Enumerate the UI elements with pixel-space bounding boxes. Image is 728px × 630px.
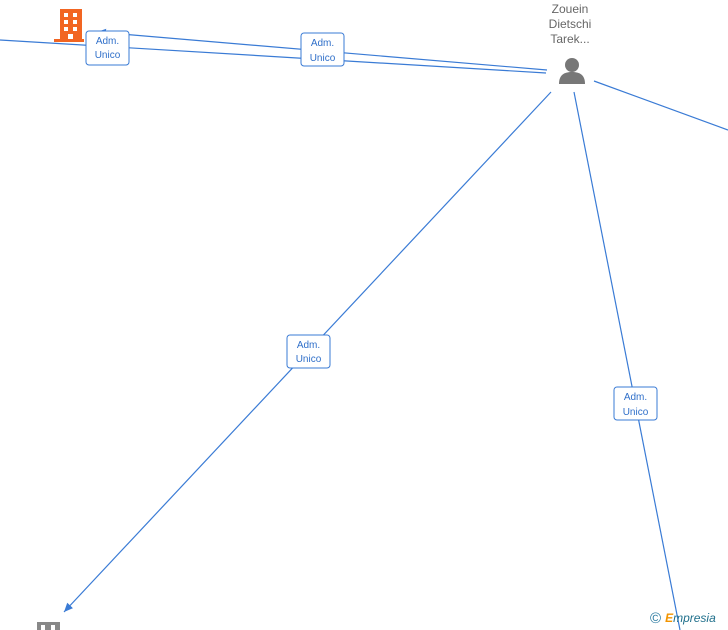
person-name-line: Dietschi: [548, 17, 592, 31]
brand-initial: E: [665, 611, 674, 625]
edge-offscreen-left-person: [0, 39, 547, 74]
edge-label-line2: Unico: [310, 53, 336, 64]
person-name-line: Tarek...: [550, 32, 590, 46]
edge-label-line1: Adm.: [96, 36, 119, 47]
edge-label[interactable]: Adm. Unico: [85, 30, 130, 66]
copyright-symbol: ©: [650, 610, 662, 627]
edge-label[interactable]: Adm. Unico: [286, 334, 331, 369]
edge-label-line1: Adm.: [297, 340, 320, 351]
edge-label-line1: Adm.: [311, 38, 334, 49]
edge-label[interactable]: Adm. Unico: [613, 386, 658, 421]
person-name-label[interactable]: Zouein Dietschi Tarek...: [532, 2, 608, 47]
edge-person-offscreen-bottom: [573, 91, 681, 630]
edge-person-offscreen-right: [593, 80, 728, 131]
person-name-line: Zouein: [551, 2, 589, 16]
brand-name: mpresia: [673, 611, 716, 625]
edge-label-line2: Unico: [623, 407, 649, 418]
building-icon[interactable]: [37, 622, 60, 630]
edge-label-line2: Unico: [296, 354, 322, 365]
edge-label[interactable]: Adm. Unico: [300, 32, 345, 67]
edge-label-line2: Unico: [95, 50, 121, 61]
person-icon[interactable]: [559, 58, 585, 84]
edge-label-line1: Adm.: [624, 392, 647, 403]
empresia-watermark: ©Empresia: [650, 610, 716, 628]
building-icon[interactable]: [54, 9, 84, 42]
